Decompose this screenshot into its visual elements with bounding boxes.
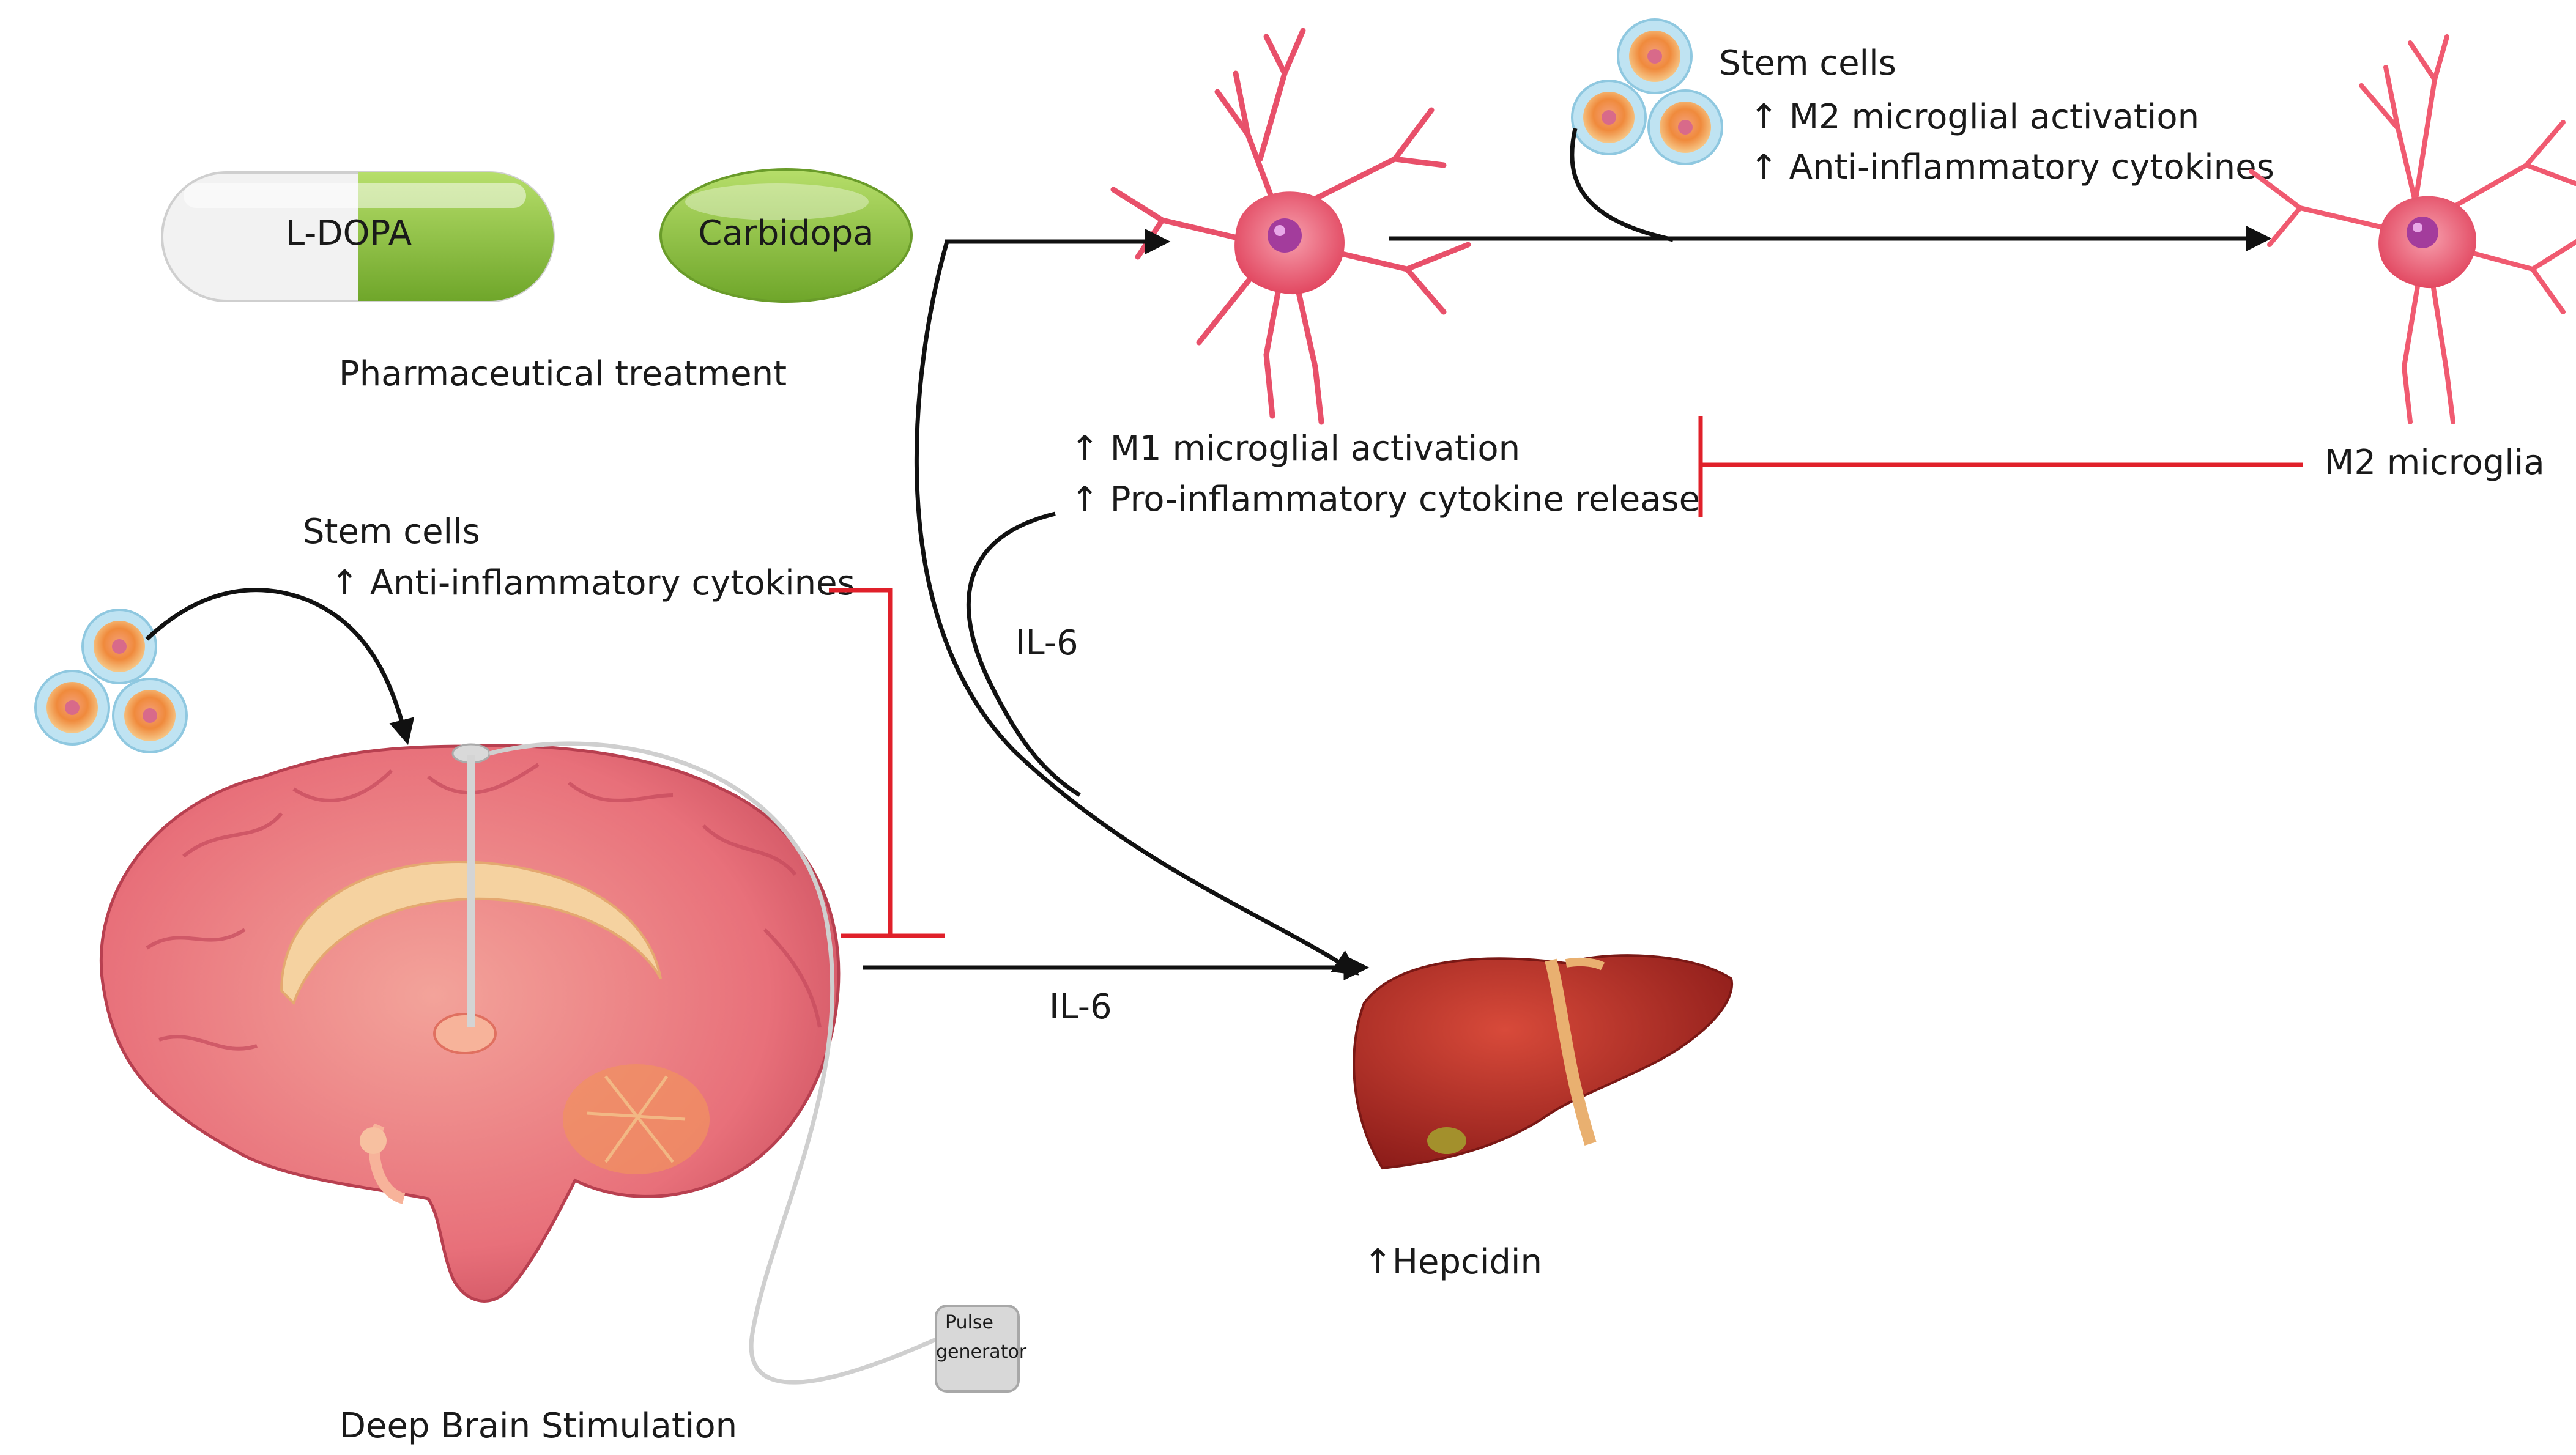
stem-left-inhibition	[829, 588, 945, 938]
stem-top-connector	[1570, 128, 1674, 242]
stem-cells-top-icon	[1571, 18, 1723, 165]
pulse-generator: Pulse generator	[935, 1305, 1027, 1393]
m1-line1: ↑ M1 microglial activation	[1071, 429, 1520, 468]
m2-microglia-label: M2 microglia	[2325, 443, 2545, 483]
dbs-caption: Deep Brain Stimulation	[340, 1406, 737, 1446]
dbs-lead-wire	[489, 741, 937, 1385]
stem-cells-left-icon	[34, 609, 188, 753]
hepcidin-label: ↑Hepcidin	[1364, 1242, 1542, 1282]
pharma-caption: Pharmaceutical treatment	[339, 354, 787, 394]
m2-microglia-icon	[2249, 34, 2576, 424]
carbidopa-label: Carbidopa	[698, 213, 874, 253]
liver-illustration	[1353, 954, 1734, 1170]
stem-left-title: Stem cells	[303, 512, 480, 552]
m1-line2: ↑ Pro-inflammatory cytokine release	[1071, 479, 1700, 519]
il6-straight-label: IL-6	[1049, 987, 1112, 1027]
stem-top-title: Stem cells	[1719, 43, 1896, 83]
stem-left-arrow	[145, 588, 415, 746]
m1-microglia-icon	[1110, 28, 1471, 425]
dbs-electrode	[451, 743, 491, 1027]
stem-top-line1: ↑ M2 microglial activation	[1750, 97, 2199, 137]
ldopa-capsule: L-DOPA	[161, 171, 555, 302]
pulse-line2: generator	[936, 1341, 1027, 1363]
m1-il6-curve	[966, 511, 1081, 797]
stem-top-line2: ↑ Anti-inflammatory cytokines	[1750, 147, 2274, 187]
carbidopa-pill: Carbidopa	[659, 168, 913, 303]
pulse-line1: Pulse	[945, 1312, 993, 1333]
m2-inhibition-bar	[1698, 416, 2303, 517]
pharma-to-liver-curve	[914, 241, 1359, 976]
stem-left-line1: ↑ Anti-inflammatory cytokines	[330, 563, 855, 603]
il6-curve-label: IL-6	[1015, 623, 1078, 663]
ldopa-label: L-DOPA	[286, 213, 412, 253]
